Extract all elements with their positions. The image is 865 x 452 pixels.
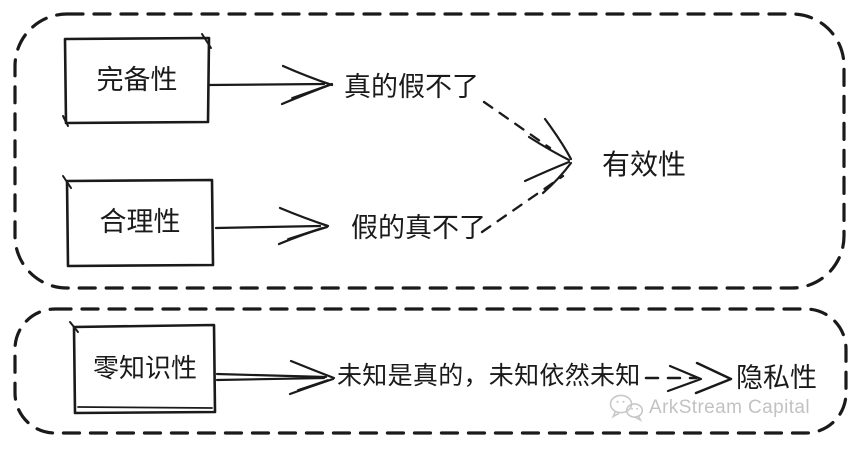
completeness-box-outline <box>62 33 212 127</box>
arrow-soundness <box>214 206 330 246</box>
top-group-border <box>13 12 846 290</box>
bottom-group-border <box>13 307 848 435</box>
result2-text: 假的真不了 <box>351 213 486 243</box>
arrow-completeness <box>207 64 334 106</box>
zero-knowledge-box-outline <box>69 321 217 415</box>
zero-knowledge-statement: 未知是真的，未知依然未知 <box>337 362 641 390</box>
zero-knowledge-box-label: 零知识性 <box>92 353 197 384</box>
dashed-line-result2 <box>480 174 565 234</box>
watermark: ArkStream Capital <box>608 393 810 422</box>
arrow-privacy <box>644 361 733 395</box>
dashed-line-result1 <box>482 100 552 150</box>
soundness-box-outline <box>62 175 215 268</box>
privacy-text: 隐私性 <box>736 363 817 393</box>
watermark-text: ArkStream Capital <box>649 396 810 418</box>
wechat-icon <box>609 394 644 422</box>
converge-arrowhead <box>523 117 573 195</box>
arrow-zero-knowledge <box>215 359 336 396</box>
completeness-box-label: 完备性 <box>96 64 178 95</box>
validity-text: 有效性 <box>602 149 687 180</box>
result1-text: 真的假不了 <box>344 72 479 102</box>
soundness-box-label: 合理性 <box>99 207 181 238</box>
